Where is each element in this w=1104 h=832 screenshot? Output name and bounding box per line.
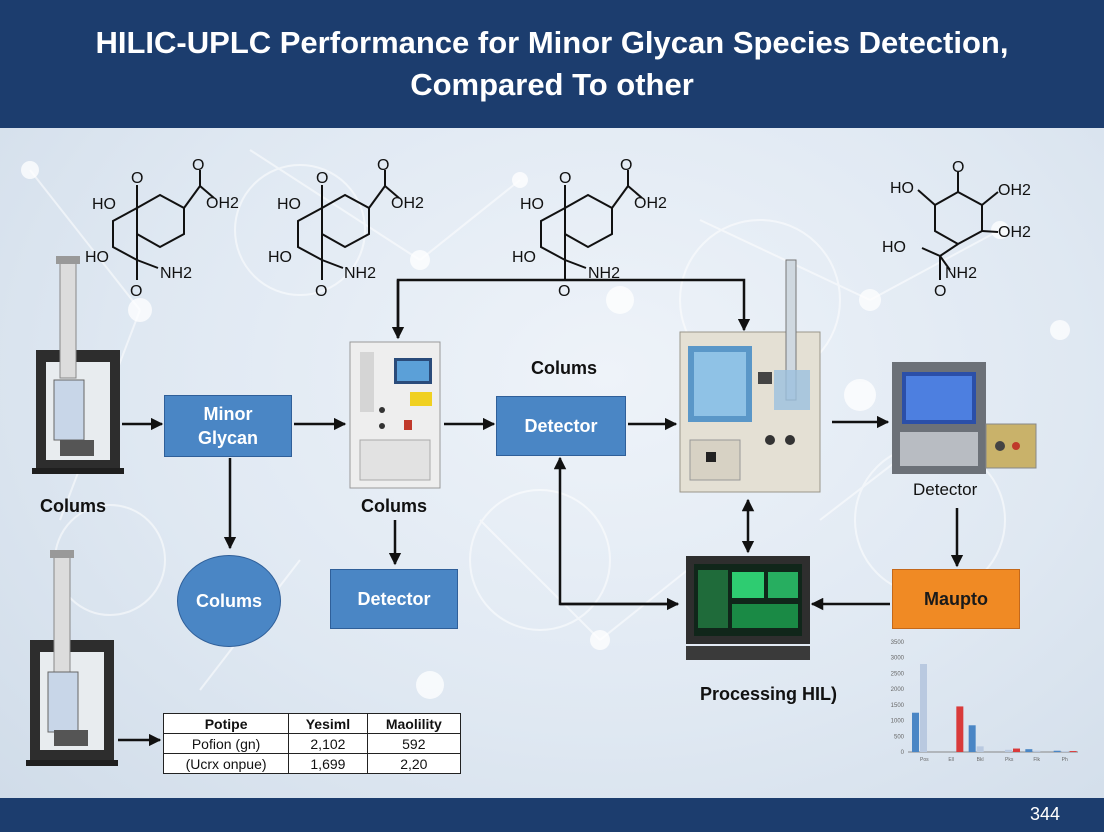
mol1-o-acid: O bbox=[192, 157, 204, 174]
colums-circle: Colums bbox=[177, 555, 281, 647]
chart-bar bbox=[1061, 751, 1069, 752]
mol2-oh2: OH2 bbox=[391, 195, 424, 212]
maupto-box: Maupto bbox=[892, 569, 1020, 629]
chart-category-label: Flk bbox=[1033, 757, 1040, 763]
table-cell: 1,699 bbox=[288, 753, 368, 774]
detector-box-bottom: Detector bbox=[330, 569, 458, 629]
label-detector-right: Detector bbox=[913, 480, 978, 499]
chart-bar bbox=[1005, 749, 1012, 752]
mol3-o-acid: O bbox=[620, 157, 632, 174]
label-colums-mid: Colums bbox=[361, 496, 428, 516]
chart-bar bbox=[912, 712, 919, 752]
chart-bar bbox=[1025, 749, 1033, 752]
chart-y-tick-label: 2000 bbox=[891, 687, 905, 693]
chart-bar bbox=[1069, 751, 1077, 752]
mol3-o-bottom: O bbox=[558, 283, 570, 300]
footer-bar: 344 bbox=[0, 798, 1104, 832]
table-header-cell: Maolility bbox=[366, 713, 462, 734]
chart-y-tick-label: 2500 bbox=[891, 671, 905, 677]
mol2-nh2: NH2 bbox=[344, 265, 376, 282]
chart-y-tick-label: 1500 bbox=[891, 703, 905, 709]
chart-category-label: Bkl bbox=[977, 757, 984, 763]
mol1-ho-top: HO bbox=[92, 196, 116, 213]
column-apparatus-top bbox=[32, 256, 124, 474]
processing-computer bbox=[686, 556, 810, 660]
chart-bar bbox=[968, 725, 976, 752]
chart-bar bbox=[1013, 748, 1020, 752]
minor-glycan-box: Minor Glycan bbox=[164, 395, 292, 457]
mol1-oh2: OH2 bbox=[206, 195, 239, 212]
chart-category-label: Pks bbox=[1005, 757, 1014, 763]
mol4-nh2: NH2 bbox=[945, 265, 977, 282]
slide-title: HILIC-UPLC Performance for Minor Glycan … bbox=[95, 25, 1009, 102]
chart-y-tick-label: 1000 bbox=[891, 719, 905, 725]
chart-category-label: Ell bbox=[948, 757, 954, 763]
chart-bar bbox=[1053, 750, 1061, 752]
mol2-ho-top: HO bbox=[277, 196, 301, 213]
mol2-o-acid: O bbox=[377, 157, 389, 174]
table-cell: 592 bbox=[366, 733, 462, 754]
page-number: 344 bbox=[1029, 804, 1060, 824]
mol4-oh2-a: OH2 bbox=[998, 182, 1031, 199]
column-apparatus-bottom bbox=[26, 550, 118, 766]
mol1-nh2: NH2 bbox=[160, 265, 192, 282]
label-colums-top: Colums bbox=[531, 358, 598, 378]
mol3-oh2: OH2 bbox=[634, 195, 667, 212]
mol4-ho-bottom: HO bbox=[882, 239, 906, 256]
table-cell: 2,102 bbox=[288, 733, 368, 754]
chart-bar bbox=[976, 746, 984, 752]
mol3-ho-top: HO bbox=[520, 196, 544, 213]
mol3-nh2: NH2 bbox=[588, 265, 620, 282]
mol3-ho-bottom: HO bbox=[512, 249, 536, 266]
molecule-3 bbox=[540, 170, 643, 280]
table-row: (Ucrx onpue) 1,699 2,20 bbox=[162, 753, 462, 774]
label-colums-left: Colums bbox=[40, 496, 107, 516]
mol1-o-bottom: O bbox=[130, 283, 142, 300]
mol1-ho-bottom: HO bbox=[85, 249, 109, 266]
table-cell: 2,20 bbox=[366, 753, 462, 774]
label-processing: Processing HIL) bbox=[700, 684, 838, 704]
mol2-o-top: O bbox=[316, 170, 328, 187]
mol2-o-bottom: O bbox=[315, 283, 327, 300]
chart-y-tick-label: 3500 bbox=[891, 640, 905, 646]
mol2-ho-bottom: HO bbox=[268, 249, 292, 266]
mol3-o-top: O bbox=[559, 170, 571, 187]
uplc-instrument bbox=[349, 341, 441, 489]
table-row: Pofion (gn) 2,102 592 bbox=[162, 733, 462, 754]
detector-box-top: Detector bbox=[496, 396, 626, 456]
chart-bar bbox=[1033, 750, 1041, 752]
chart-y-tick-label: 3000 bbox=[891, 656, 905, 662]
chart-category-label: Ph bbox=[1062, 757, 1068, 763]
table-cell: Pofion (gn) bbox=[162, 733, 290, 754]
mol4-o-bottom: O bbox=[934, 283, 946, 300]
chart-bar bbox=[956, 706, 964, 752]
table-cell: (Ucrx onpue) bbox=[162, 753, 290, 774]
molecule-1 bbox=[112, 170, 215, 280]
mol4-ho-top: HO bbox=[890, 180, 914, 197]
table-header-row: Potipe Yesiml Maolility bbox=[162, 713, 462, 734]
molecule-2 bbox=[297, 170, 400, 280]
chart-y-tick-label: 0 bbox=[901, 750, 905, 756]
hilic-system-instrument bbox=[679, 259, 821, 493]
molecule-4 bbox=[917, 172, 999, 280]
results-table: Potipe Yesiml Maolility Pofion (gn) 2,10… bbox=[162, 713, 462, 774]
table-header-cell: Yesiml bbox=[288, 713, 368, 734]
mol1-o-top: O bbox=[131, 170, 143, 187]
title-bar: HILIC-UPLC Performance for Minor Glycan … bbox=[0, 0, 1104, 128]
mol4-oh2-b: OH2 bbox=[998, 224, 1031, 241]
molecule-structures: HO HO O O OH2 O NH2 HO HO O O OH2 O NH2 … bbox=[85, 157, 1031, 300]
chart-category-label: Pos bbox=[920, 757, 929, 763]
detector-instrument bbox=[892, 362, 1037, 474]
mol4-o-top: O bbox=[952, 159, 964, 176]
chart-y-tick-label: 500 bbox=[894, 734, 905, 740]
chart-bar bbox=[920, 664, 927, 752]
table-header-cell: Potipe bbox=[162, 713, 290, 734]
